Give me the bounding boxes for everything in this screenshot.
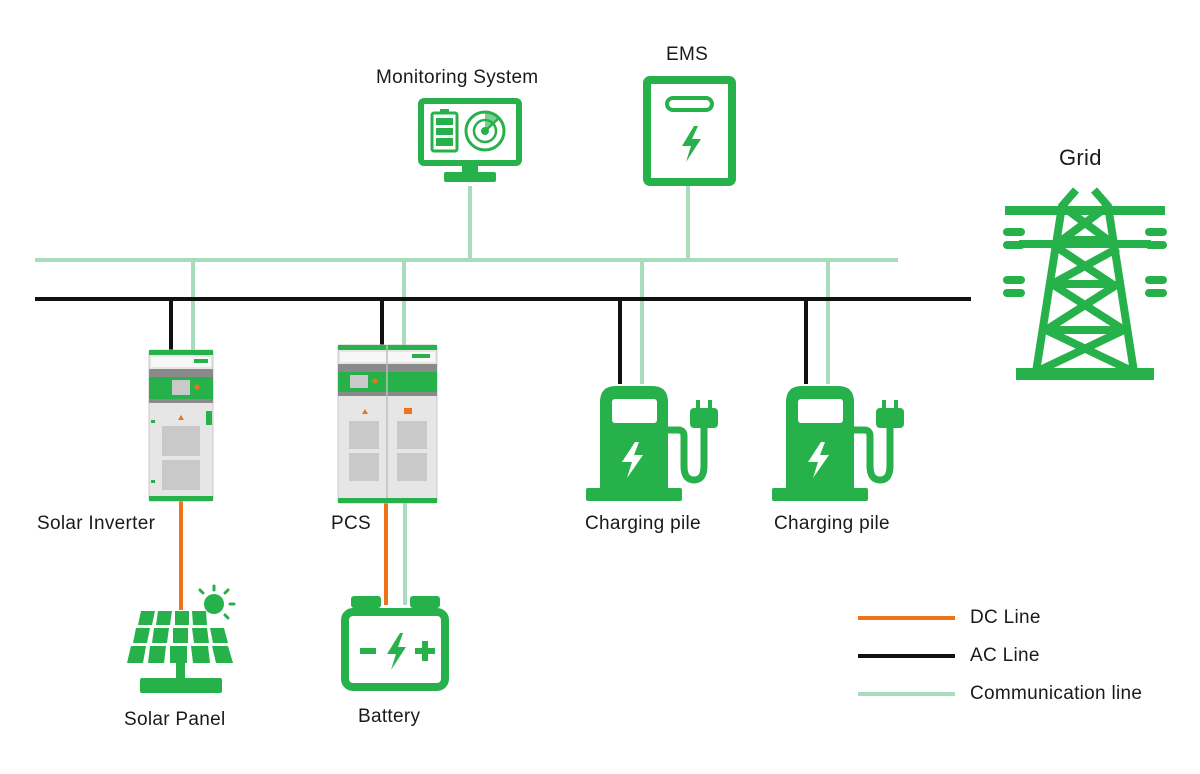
- battery-icon: [341, 596, 449, 691]
- monitoring-system-label: Monitoring System: [376, 67, 539, 88]
- monitor-radar-icon: [418, 98, 522, 182]
- charging-pile-2-label: Charging pile: [774, 513, 890, 534]
- solar-inverter-label: Solar Inverter: [37, 513, 156, 534]
- battery-label: Battery: [358, 706, 421, 727]
- grid-label: Grid: [1059, 145, 1102, 170]
- ev-charger-icon: [586, 386, 718, 501]
- ems-label: EMS: [666, 44, 709, 65]
- dc-lines: [179, 501, 388, 610]
- pcs-cabinet-icon: [337, 344, 438, 504]
- legend-ac-label: AC Line: [970, 645, 1040, 666]
- ems-cabinet-icon: [643, 76, 736, 186]
- solar-panel-icon: [127, 584, 236, 693]
- ac-lines: [35, 297, 971, 384]
- transmission-tower-icon: [1003, 187, 1167, 380]
- legend-comm-label: Communication line: [970, 683, 1143, 704]
- legend-dc-label: DC Line: [970, 607, 1041, 628]
- communication-lines: [35, 186, 898, 605]
- inverter-cabinet-icon: [148, 349, 214, 502]
- charging-pile-1-label: Charging pile: [585, 513, 701, 534]
- legend: [858, 616, 955, 696]
- ev-charger-icon: [772, 386, 904, 501]
- solar-panel-label: Solar Panel: [124, 709, 226, 730]
- pcs-label: PCS: [331, 513, 371, 534]
